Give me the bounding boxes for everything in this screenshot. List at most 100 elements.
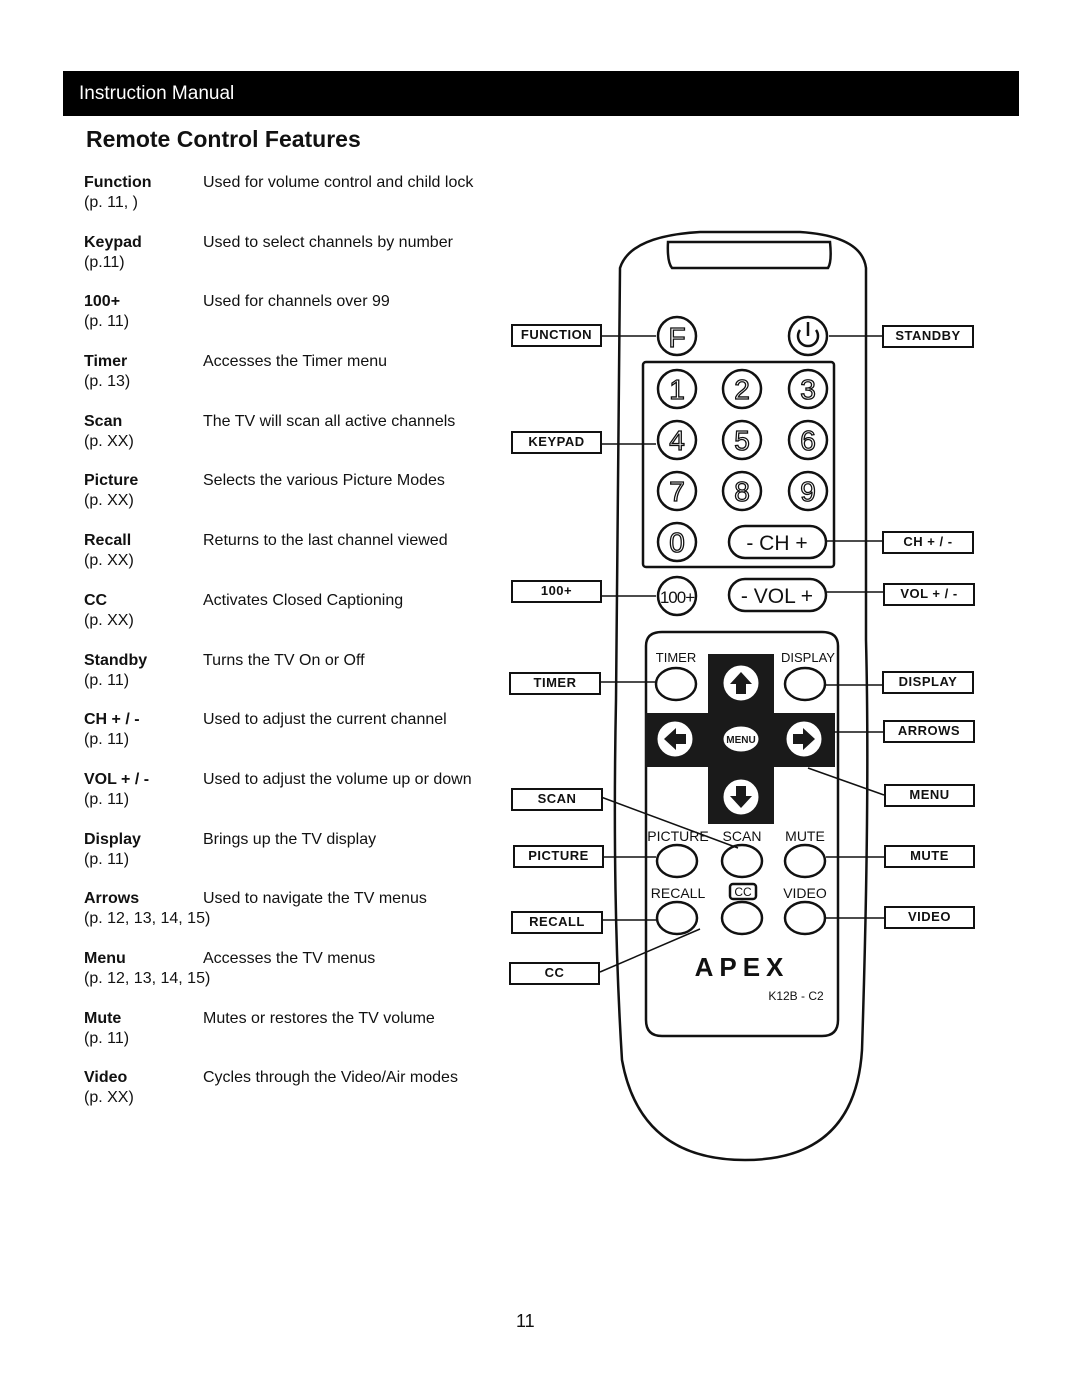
feature-list: Function Used for volume control and chil… [84,171,504,1126]
up-arrow-icon [730,672,752,694]
digit-key-label: 2 [734,374,750,405]
feature-description: Selects the various Picture Modes [203,472,445,490]
feature-page-ref: (p. XX) [84,492,134,510]
hundred-plus-key [656,575,698,617]
digit-key-5 [721,419,763,461]
feature-page-ref: (p. 11) [84,850,130,868]
callout-scan: SCAN [511,788,603,811]
feature-page-ref: (p. XX) [84,552,134,570]
hundred-plus-key-label: 100+ [660,588,695,607]
callout-function: FUNCTION [511,324,602,347]
feature-item: Recall Returns to the last channel viewed… [84,529,504,589]
feature-name: CC [84,591,108,609]
leader-scan [600,796,739,849]
model-number: K12B - C2 [768,989,824,1003]
feature-page-ref: (p. XX) [84,1089,134,1107]
feature-item: VOL + / -Used to adjust the volume up or… [84,768,504,828]
ch-key-label: - CH + [746,532,807,555]
function-key [656,315,698,357]
feature-page-ref: (p.11) [84,253,125,271]
callout-arrows: ARROWS [883,720,975,743]
callout-keypad: KEYPAD [511,431,602,454]
left-arrow-icon [664,728,686,750]
feature-name: Recall [84,532,132,550]
leader-menu [807,767,885,796]
right-arrow-icon [793,728,815,750]
feature-name: Mute [84,1009,122,1027]
feature-item: Mute Mutes or restores the TV volume (p. 1… [84,1007,504,1067]
callout-vol: VOL + / - [883,583,975,606]
leader-cc [599,928,701,973]
digit-key-label: 5 [734,425,750,456]
digit-key-3 [787,368,829,410]
feature-description: Brings up the TV display [203,830,377,848]
feature-item: 100+Used for channels over 99(p. 11) [84,290,504,350]
display-key [783,666,827,702]
feature-description: Used for volume control and child lock [203,174,474,191]
feature-description: Used to select channels by number [203,233,453,251]
feature-page-ref: (p. 11) [84,313,130,331]
feature-name: Standby [84,651,148,669]
feature-description: Accesses the TV menus [203,949,376,967]
digit-key-1 [656,368,698,410]
callout-display: DISPLAY [882,671,974,694]
digit-key-label: 6 [800,425,816,456]
digit-key-label: 1 [669,374,685,405]
digit-key-2 [721,368,763,410]
feature-page-ref: (p. 13) [84,373,131,391]
feature-description: Activates Closed Captioning [203,591,404,609]
feature-name: Menu [84,949,126,967]
digit-key-label: 8 [734,476,750,507]
callout-ch: CH + / - [882,531,974,554]
feature-page-ref: (p. 11) [84,1029,130,1047]
standby-key [787,315,829,357]
down-arrow-icon [730,786,752,808]
feature-item: CC Activates Closed Captioning (p. XX) [84,589,504,649]
feature-description: Used to adjust the volume up or down [203,770,472,788]
keypad-frame [641,360,836,569]
recall-key [655,900,699,936]
digit-key-label: 9 [800,476,816,507]
display-key-label: DISPLAY [781,650,835,665]
feature-page-ref: (p. 12, 13, 14, 15) [84,910,211,928]
digit-key-7 [656,470,698,512]
callout-menu: MENU [884,784,975,807]
remote-body [613,230,869,1162]
video-key-label: VIDEO [783,885,827,901]
digit-key-4 [656,419,698,461]
digit-key-label: 0 [669,527,685,558]
feature-page-ref: (p. XX) [84,611,134,629]
digit-key-0 [656,521,698,563]
callout-recall: RECALL [511,911,603,934]
feature-name: CH + / - [84,711,140,729]
feature-description: Turns the TV On or Off [203,651,365,669]
feature-item: Scan The TV will scan all active channels… [84,410,504,470]
feature-page-ref: (p. 12, 13, 14, 15) [84,969,211,987]
feature-description: Mutes or restores the TV volume [203,1009,435,1027]
feature-item: Keypad Used to select channels by number… [84,231,504,291]
picture-key [655,843,699,879]
feature-name: Scan [84,412,123,430]
timer-key [654,666,698,702]
function-key-label: F [668,322,685,353]
feature-name: Keypad [84,233,142,251]
digit-key-label: 7 [669,476,685,507]
digit-key-6 [787,419,829,461]
feature-description: Returns to the last channel viewed [203,532,448,550]
page-number: 11 [516,1311,535,1331]
digit-key-label: 4 [669,425,685,456]
feature-page-ref: (p. 11) [84,671,130,689]
feature-name: Arrows [84,890,140,908]
feature-item: Standby Turns the TV On or Off (p. 11) [84,649,504,709]
feature-name: Function [84,174,152,191]
feature-description: The TV will scan all active channels [203,412,456,430]
cc-key-label: CC [734,885,752,899]
digit-key-9 [787,470,829,512]
feature-description: Used to adjust the current channel [203,711,447,729]
digit-key-label: 3 [800,374,816,405]
